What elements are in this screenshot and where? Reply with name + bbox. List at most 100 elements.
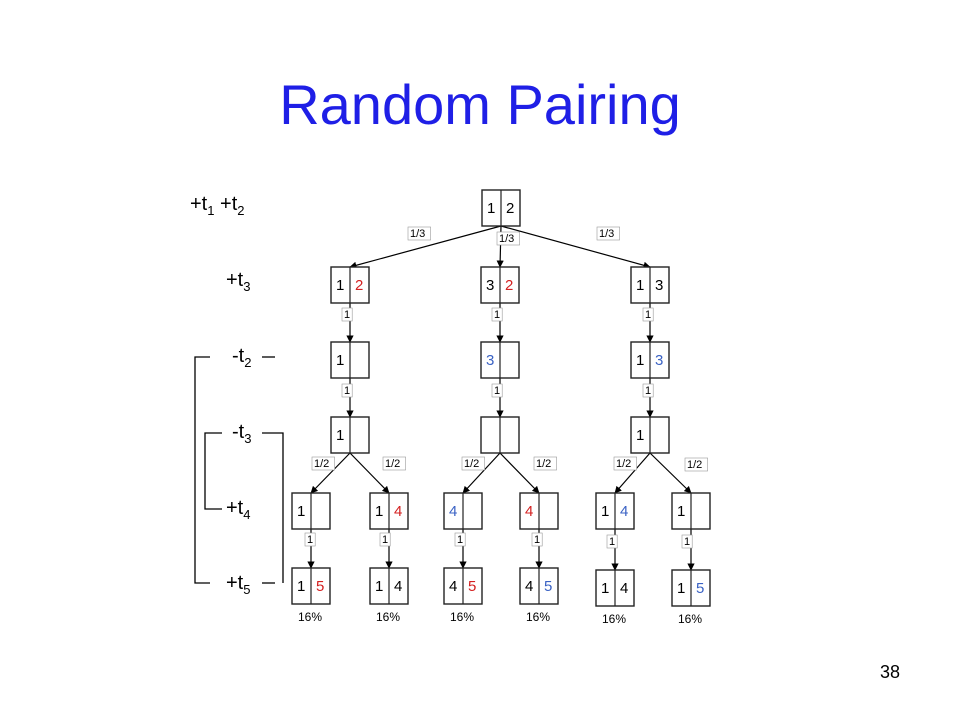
leaf-percent-b5l: 16%: [450, 610, 474, 624]
row-label-2: -t2: [232, 345, 251, 370]
edge-c3-c4l: [614, 452, 651, 494]
edge-label-text: 1: [534, 534, 540, 546]
edge-probability-b4l-b5l: 1: [454, 532, 466, 547]
edge-label-text: 1/2: [687, 459, 702, 471]
edge-probability-root-c1: 1/3: [596, 226, 620, 241]
edge-label-box: [533, 456, 557, 471]
edge-label-text: 1: [307, 534, 313, 546]
edge-label-box: [382, 456, 406, 471]
node-cell-0: 1: [677, 503, 685, 520]
edge-label-text: 1: [645, 385, 651, 397]
edge-label-text: 1: [645, 309, 651, 321]
edge-label-text: 1: [684, 536, 690, 548]
node-cell-1: 3: [655, 352, 663, 369]
node-cell-1: 5: [544, 578, 552, 595]
node-cell-1: 5: [468, 578, 476, 595]
leaf-percent-c5l: 16%: [602, 612, 626, 626]
edge-probability-c4r-c5r: 1: [681, 534, 693, 549]
node-cell-0: 1: [636, 352, 644, 369]
edge-label-text: 1/2: [536, 458, 551, 470]
edge-probability-a4l-a5l: 1: [304, 532, 316, 547]
edge-label-box: [454, 532, 466, 547]
edge-label-box: [642, 383, 654, 398]
node-cell-0: 1: [636, 277, 644, 294]
edge-label-text: 1: [344, 309, 350, 321]
edge-label-box: [531, 532, 543, 547]
node-cell-0: 4: [449, 578, 457, 595]
node-cell-0: 1: [297, 578, 305, 595]
node-a4l: 1: [291, 492, 331, 530]
node-cell-1: 2: [506, 200, 514, 217]
edge-probability-a1-a2: 1: [341, 307, 353, 322]
edge-label-box: [407, 226, 431, 241]
node-cell-0: 3: [486, 352, 494, 369]
edge-probability-c4l-c5l: 1: [606, 534, 618, 549]
node-cell-0: 4: [525, 503, 533, 520]
node-b4l: 4: [443, 492, 483, 530]
edge-label-box: [311, 456, 335, 471]
node-cell-0: 3: [486, 277, 494, 294]
node-cell-1: 4: [394, 578, 402, 595]
bracket-inner-left: [204, 432, 222, 510]
edge-label-text: 1: [457, 534, 463, 546]
row-label-1: +t3: [226, 269, 250, 294]
edge-label-box: [304, 532, 316, 547]
bracket-right-mid: [262, 432, 284, 583]
edge-probability-b4r-b5r: 1: [531, 532, 543, 547]
node-c4r: 1: [671, 492, 711, 530]
edge-label-text: 1/3: [410, 228, 425, 240]
node-cell-0: 4: [525, 578, 533, 595]
leaf-percent-a5r: 16%: [376, 610, 400, 624]
slide-number: 38: [879, 662, 900, 682]
edge-probability-a2-a3: 1: [341, 383, 353, 398]
edge-label-box: [681, 534, 693, 549]
node-cell-1: 4: [620, 503, 628, 520]
bracket-outer-left: [194, 356, 210, 584]
node-a3: 1: [330, 416, 370, 454]
row-label-3: -t3: [232, 421, 251, 446]
edge-a3-a4r: [349, 452, 390, 494]
edge-probability-b1-b2: 1: [491, 307, 503, 322]
edge-c3-c4r: [649, 452, 692, 494]
node-b3: [480, 416, 520, 454]
node-cell-0: 1: [375, 578, 383, 595]
node-b4r: 4: [519, 492, 559, 530]
edge-label-box: [491, 307, 503, 322]
edge-label-box: [461, 456, 485, 471]
node-b2: 3: [480, 341, 520, 379]
edge-probability-c3-c4r: 1/2: [684, 457, 708, 472]
edge-label-box: [341, 383, 353, 398]
row-brackets: [194, 356, 284, 584]
edge-probability-b3-b4l: 1/2: [461, 456, 485, 471]
edge-label-text: 1/2: [464, 458, 479, 470]
slide-title: Random Pairing: [279, 73, 681, 136]
edge-probability-a3-a4r: 1/2: [382, 456, 406, 471]
node-cell-1: 5: [696, 580, 704, 597]
node-a2: 1: [330, 341, 370, 379]
node-cell-1: 4: [620, 580, 628, 597]
edge-label-text: 1: [344, 385, 350, 397]
edge-label-text: 1/3: [599, 228, 614, 240]
node-cell-1: 2: [505, 277, 513, 294]
node-cell-0: 1: [601, 580, 609, 597]
node-cell-0: 1: [636, 427, 644, 444]
edge-label-box: [379, 532, 391, 547]
edge-label-box: [491, 383, 503, 398]
edge-label-box: [596, 226, 620, 241]
edge-label-box: [496, 231, 520, 246]
edge-label-box: [341, 307, 353, 322]
edge-label-text: 1/2: [385, 458, 400, 470]
node-cell-0: 1: [677, 580, 685, 597]
node-cell-1: 5: [316, 578, 324, 595]
node-c3: 1: [630, 416, 670, 454]
node-cell-0: 1: [375, 503, 383, 520]
